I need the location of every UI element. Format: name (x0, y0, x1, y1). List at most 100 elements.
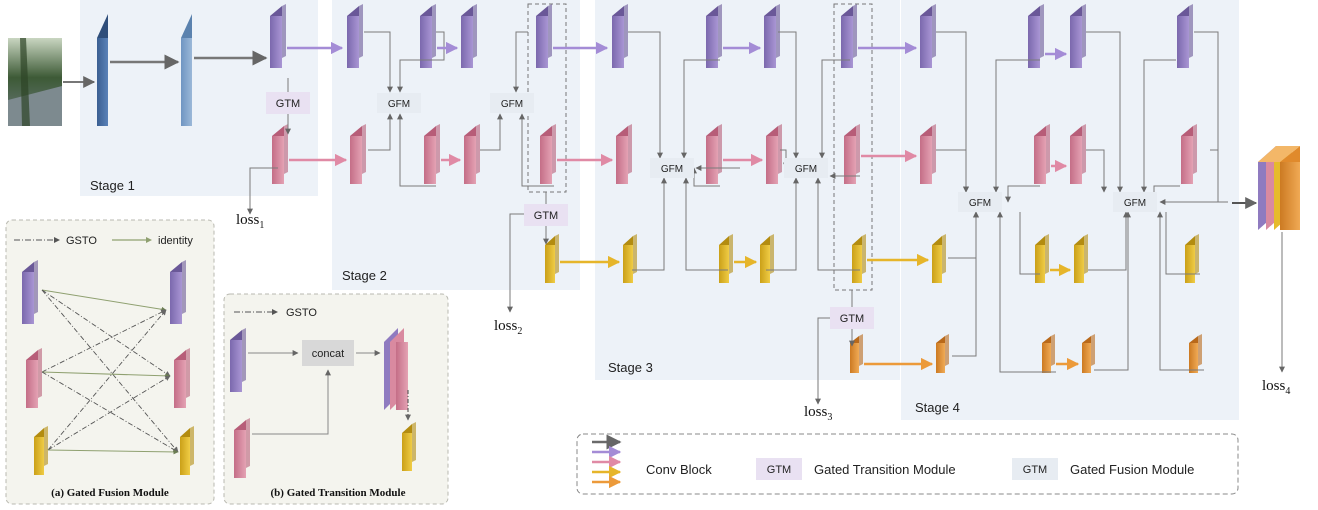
connector-line (936, 31, 969, 193)
gsto-edge (47, 309, 167, 451)
pink-conv-block (616, 124, 632, 184)
yellow-conv-block (1074, 234, 1088, 283)
pink-conv-block (1181, 124, 1197, 184)
legend-arrow-swatches (592, 434, 622, 489)
inset-gated-fusion-module: GSTO identity (a) Gated Fusion Module (5, 219, 215, 505)
purple-conv-block (706, 4, 722, 68)
svg-text:GFM: GFM (1124, 198, 1146, 209)
gsto-edge (41, 289, 171, 377)
inset-b-purple-block (230, 328, 246, 392)
inset-b-concat-output-block (384, 328, 408, 410)
connector-line (1086, 149, 1107, 193)
gsto-legend-label: GSTO (66, 235, 97, 247)
gfm-module: GFM (1113, 192, 1157, 212)
connector-line (1094, 211, 1131, 371)
inset-a-connections (22, 260, 194, 475)
purple-conv-block (1028, 4, 1044, 68)
legend-panel: Conv Block GTM Gated Transition Module G… (576, 433, 1239, 495)
purple-conv-block (1177, 4, 1193, 68)
legend-gtm-label: Gated Transition Module (814, 462, 956, 477)
orange-conv-block (936, 334, 949, 373)
identity-edge (41, 289, 167, 312)
stage-3-label: Stage 3 (608, 360, 653, 375)
connector-line (397, 113, 436, 187)
connector-line (683, 177, 728, 271)
identity-edge (47, 449, 179, 455)
concat-box (302, 340, 354, 366)
inset-gated-transition-module: GSTO concat (b) Gated Transition Module (223, 293, 449, 505)
conv-block-arrows (287, 41, 1080, 371)
connector-line (1157, 211, 1204, 371)
inset-a-purple-block (22, 260, 38, 324)
pink-conv-block (1070, 124, 1086, 184)
concat-label: concat (312, 348, 344, 360)
gfm-module: GFM (650, 158, 694, 178)
connector-line (480, 113, 503, 151)
svg-text:GTM: GTM (534, 210, 558, 222)
svg-text:GFM: GFM (969, 198, 991, 209)
connector-line (993, 59, 1040, 193)
purple-conv-block (841, 4, 857, 68)
orange-conv-block (1082, 334, 1095, 373)
purple-conv-block (1070, 4, 1086, 68)
inset-b-connections (230, 328, 416, 478)
orange-conv-block (1042, 334, 1055, 373)
connector-line (819, 59, 850, 159)
legend-conv-block-label: Conv Block (646, 462, 712, 477)
gfm-module: GFM (490, 93, 534, 113)
pink-conv-block (1034, 124, 1050, 184)
pink-conv-block (844, 124, 860, 184)
pink-conv-block (540, 124, 556, 184)
svg-text:GFM: GFM (795, 164, 817, 175)
stage-2-label: Stage 2 (342, 268, 387, 283)
gtm-module-stage-1: GTM (266, 92, 310, 114)
connector-line (1159, 31, 1219, 205)
pink-conv-block (272, 124, 288, 184)
connector-line (1088, 211, 1129, 271)
connector-line (513, 31, 528, 93)
loss-1: loss1 (236, 212, 264, 231)
pink-conv-block (464, 124, 480, 184)
inset-a-purple-block (170, 260, 186, 324)
connector-line (936, 149, 969, 193)
yellow-conv-block (545, 234, 559, 283)
loss-3: loss3 (804, 404, 832, 423)
legend-gfm-label: Gated Fusion Module (1070, 462, 1194, 477)
legend-gfm-badge: GTM (1023, 464, 1047, 476)
pink-conv-block (350, 124, 366, 184)
svg-text:GFM: GFM (661, 164, 683, 175)
inset-b-yellow-block (402, 422, 416, 471)
loss-4: loss4 (1262, 378, 1290, 397)
pink-conv-block (424, 124, 440, 184)
connector-line (1141, 59, 1176, 193)
orange-conv-block (1189, 334, 1202, 373)
purple-conv-block (347, 4, 363, 68)
purple-conv-block (420, 4, 436, 68)
connector-line (368, 113, 393, 151)
connector-line (252, 369, 331, 435)
inset-b-caption: (b) Gated Transition Module (271, 487, 406, 499)
connector-line (519, 113, 554, 187)
loss-2: loss2 (494, 318, 522, 337)
connector-line (1019, 212, 1040, 275)
connector-line (1165, 212, 1200, 275)
yellow-conv-block (719, 234, 733, 283)
stage-1-label: Stage 1 (90, 178, 135, 193)
inset-a-pink-block (174, 348, 190, 408)
connector-line (1086, 31, 1123, 193)
connector-line (628, 31, 663, 159)
stage-3-transition-group (833, 3, 873, 291)
inset-a-yellow-block (180, 426, 194, 475)
svg-text:loss4: loss4 (1262, 378, 1290, 397)
connector-line (397, 31, 445, 93)
connector-line (766, 177, 799, 271)
input-image (8, 38, 62, 126)
svg-text:GFM: GFM (501, 99, 523, 110)
gtm-module-stage-3: GTM (830, 307, 874, 329)
identity-edge (41, 371, 171, 379)
connector-line (247, 167, 278, 215)
identity-legend-label: identity (158, 235, 193, 247)
output-feature-block (1258, 146, 1300, 230)
gfm-module: GFM (377, 93, 421, 113)
purple-conv-block (536, 4, 552, 68)
